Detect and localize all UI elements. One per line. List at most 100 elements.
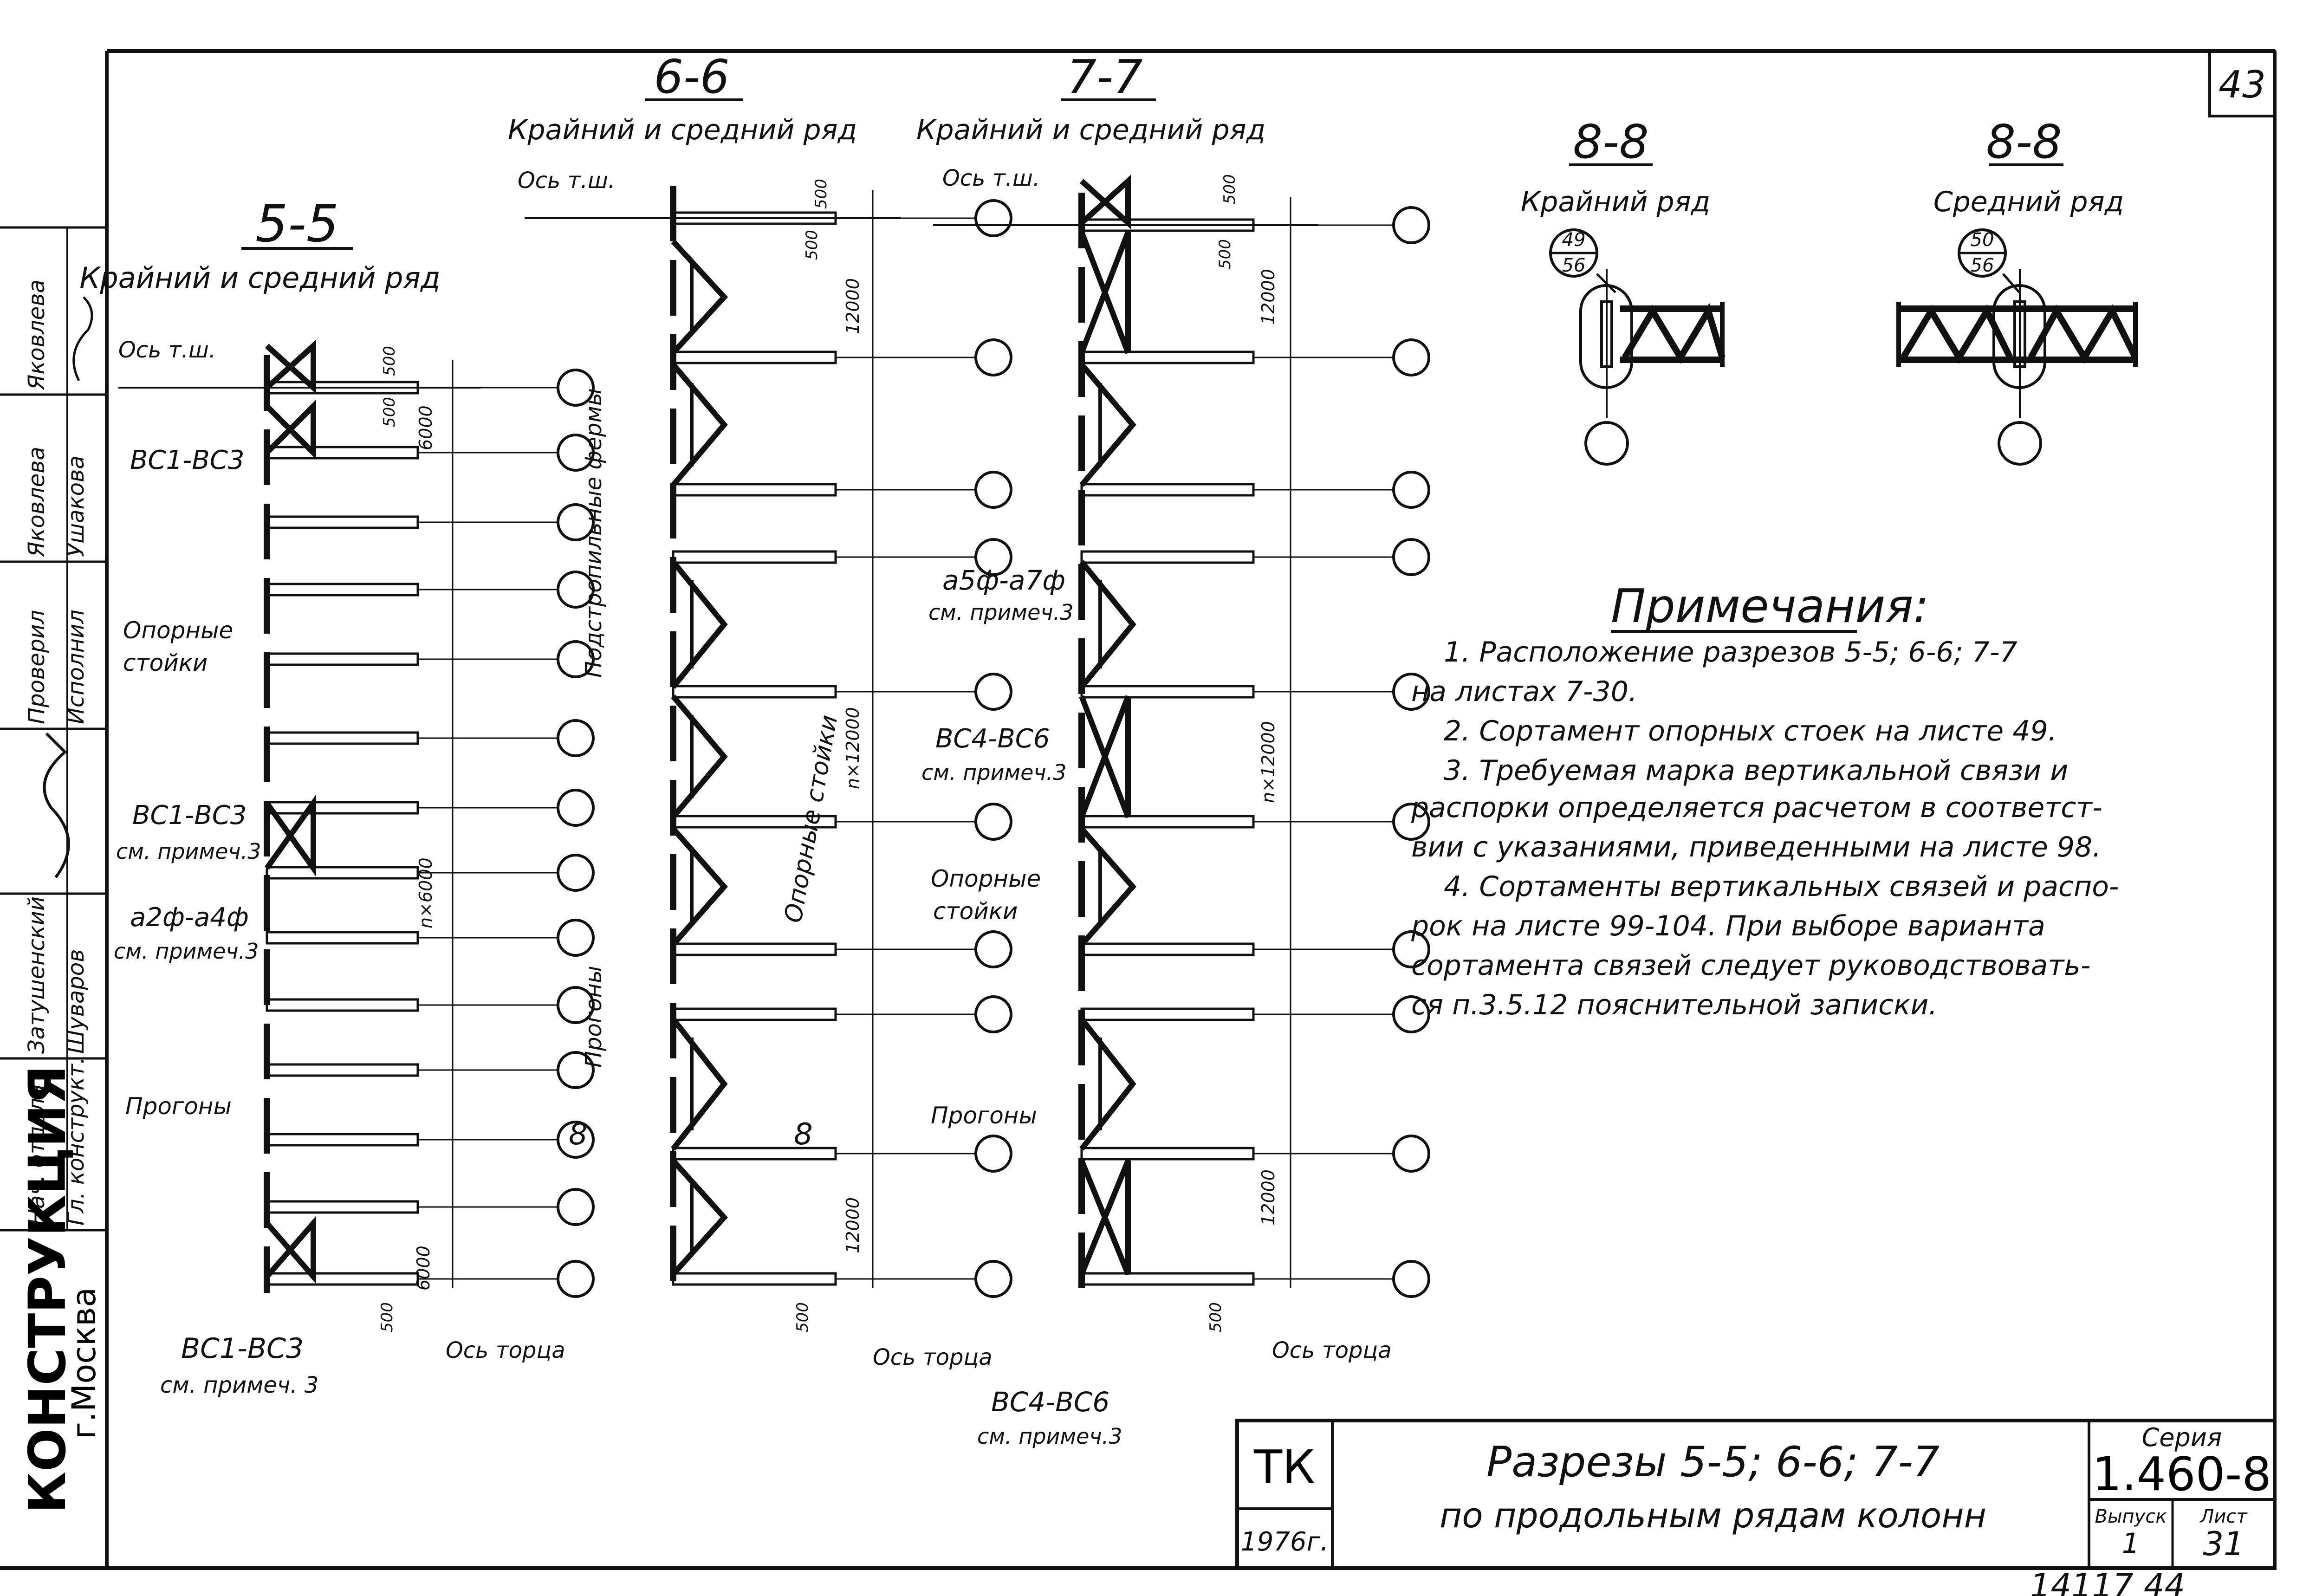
section-6-6-dim-12000b: 12000 xyxy=(843,1197,863,1253)
org-city: г.Москва xyxy=(65,1287,103,1439)
section-8-8-edge-ref-top: 49 xyxy=(1562,229,1586,251)
grid-axis-circle xyxy=(974,199,1012,237)
stamp-role-1: Нач. отдела xyxy=(24,1084,50,1226)
notes-line-5: распорки определяется расчетом в соответ… xyxy=(1411,792,2102,824)
notes-line-9: сортамента связей следует руководствоват… xyxy=(1411,949,2090,982)
section-5-5-dim-n6000: n×6000 xyxy=(415,857,436,928)
grid-axis-circle xyxy=(1392,338,1430,376)
grid-axis-circle xyxy=(1392,538,1430,576)
section-6-6-axis-top: Ось т.ш. xyxy=(518,168,615,194)
section-7-7-label-posts-1: Опорные xyxy=(931,865,1041,892)
purlin xyxy=(266,583,419,597)
series-label: Серия xyxy=(2142,1423,2222,1452)
grid-axis-circle xyxy=(974,995,1012,1033)
section-7-7-dim-12000a: 12000 xyxy=(1258,269,1278,325)
purlin xyxy=(266,931,419,945)
section-6-6-dim-n12000: n×12000 xyxy=(843,707,863,789)
section-8-8-edge-title: 8-8 xyxy=(1573,115,1648,169)
title-block xyxy=(1235,1419,2277,1570)
section-8-8-mid-subtitle: Средний ряд xyxy=(1933,186,2124,218)
section-5-5-label-vs2: ВС1-ВС3 xyxy=(132,800,247,830)
notes-line-4: 3. Требуемая марка вертикальной связи и xyxy=(1444,754,2068,787)
purlin xyxy=(266,446,419,460)
purlin xyxy=(266,866,419,880)
purlin xyxy=(266,1272,419,1286)
section-7-7-dim-n12000: n×12000 xyxy=(1258,721,1278,803)
truss-diagonal xyxy=(671,1158,728,1277)
stamp-role2-2: Шуваров xyxy=(63,949,89,1054)
grid-axis-circle xyxy=(557,719,595,757)
section-5-5-label-vs3-note: см. примеч. 3 xyxy=(160,1372,318,1398)
grid-axis-circle xyxy=(974,803,1012,841)
title-tk: ТК xyxy=(1253,1440,1315,1494)
notes-line-2: на листах 7-30. xyxy=(1411,675,1637,708)
section-5-5-label-purlins: Прогоны xyxy=(125,1093,232,1120)
truss-diagonal xyxy=(671,239,728,355)
grid-axis-circle xyxy=(974,471,1012,509)
vertical-brace xyxy=(1079,175,1131,229)
grid-axis-circle xyxy=(557,789,595,827)
grid-axis-circle xyxy=(974,538,1012,576)
grid-axis-circle xyxy=(557,854,595,892)
purlin xyxy=(266,1063,419,1077)
truss-diagonal xyxy=(1079,827,1136,947)
section-5-5-dim-6000a: 6000 xyxy=(415,405,436,450)
purlin xyxy=(1080,685,1255,699)
section-5-5 xyxy=(118,339,595,1298)
grid-axis-circle xyxy=(557,434,595,472)
grid-axis-circle xyxy=(1392,471,1430,509)
vertical-brace xyxy=(1079,695,1131,818)
grid-axis-circle xyxy=(557,1188,595,1226)
section-8-8-edge xyxy=(1549,163,1726,466)
vertical-brace xyxy=(265,794,316,877)
section-6-6-title: 6-6 xyxy=(654,50,729,104)
section-6-6-cut-left: 8 xyxy=(569,1117,588,1152)
section-5-5-dim-500a: 500 xyxy=(380,346,399,376)
vertical-brace xyxy=(265,1215,316,1285)
purlin xyxy=(1080,942,1255,956)
truss-diagonal xyxy=(671,694,728,819)
vertical-brace xyxy=(1079,231,1131,354)
section-7-7-dim-500c: 500 xyxy=(1207,1302,1225,1332)
section-8-8-mid-title: 8-8 xyxy=(1986,115,2062,169)
sheet-label: Лист xyxy=(2199,1506,2248,1527)
stamp-role2-3: Исполнил xyxy=(63,610,89,724)
grid-axis-circle xyxy=(974,1260,1012,1298)
purlin xyxy=(672,483,837,497)
purlin xyxy=(672,350,837,364)
title-year: 1976г. xyxy=(1240,1527,1329,1557)
section-8-8-edge-subtitle: Крайний ряд xyxy=(1521,186,1710,218)
signature-mark-2 xyxy=(72,296,93,382)
section-8-8-mid-ref-top: 50 xyxy=(1971,229,1994,251)
section-5-5-axis-top: Ось т.ш. xyxy=(118,337,216,363)
purlin xyxy=(1080,1007,1255,1021)
section-6-6-dim-500b: 500 xyxy=(803,230,821,260)
stamp-role-4: Яковлева xyxy=(24,447,50,558)
section-5-5-title: 5-5 xyxy=(255,194,339,253)
purlin xyxy=(672,550,837,564)
section-5-5-dim-500c: 500 xyxy=(378,1302,396,1332)
section-7-7-axis-end: Ось торца xyxy=(1272,1337,1392,1363)
grid-axis-circle xyxy=(557,1260,595,1298)
vertical-brace xyxy=(1079,1159,1131,1276)
footer-number: 14117 44 xyxy=(2030,1567,2185,1596)
purlin xyxy=(1080,1147,1255,1161)
sheet-number: 43 xyxy=(2219,63,2266,106)
section-6-6 xyxy=(525,186,1012,1298)
notes-line-7: 4. Сортаменты вертикальных связей и расп… xyxy=(1444,870,2119,903)
series-value: 1.460-8 xyxy=(2092,1447,2271,1501)
issue-label: Выпуск xyxy=(2095,1506,2167,1527)
section-6-6-label-trusses: Подстропильные фермы xyxy=(581,388,607,678)
section-8-8-mid-ref-bottom: 56 xyxy=(1971,255,1994,276)
grid-axis-circle xyxy=(974,930,1012,968)
section-7-7-title: 7-7 xyxy=(1067,50,1142,104)
stamp-role2-1: Гл. конструкт. xyxy=(63,1057,89,1226)
section-6-6-label-purlins: Прогоны xyxy=(581,966,607,1068)
stamp-role-2: Затушенский xyxy=(24,896,50,1054)
signature-mark-1 xyxy=(43,732,70,878)
grid-axis-circle xyxy=(1392,1260,1430,1298)
section-5-5-dim-6000b: 6000 xyxy=(413,1246,434,1291)
truss-diagonal xyxy=(671,363,728,487)
section-5-5-label-posts-2: стойки xyxy=(123,649,208,676)
section-7-7-label-a-note: см. примеч.3 xyxy=(928,600,1073,625)
